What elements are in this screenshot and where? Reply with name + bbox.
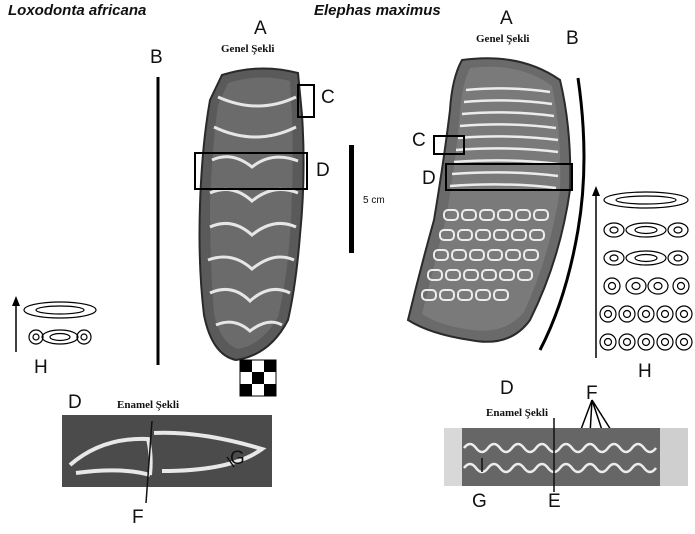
label-h-left: H (34, 357, 48, 379)
detail-label-g-left: G (230, 448, 245, 470)
elephas-molar-illustration (400, 50, 595, 355)
label-d-right: D (422, 168, 436, 190)
label-h-right: H (638, 361, 652, 383)
checker-scale (240, 360, 276, 396)
label-a-left: A (254, 18, 267, 40)
shape-caption-right: Genel Şekli (476, 33, 529, 45)
detail-label-d-left: D (68, 392, 82, 414)
h-diagram-left (8, 292, 98, 362)
enamel-detail-right (440, 396, 690, 506)
detail-label-e-right: E (548, 491, 561, 513)
species-title-elephas: Elephas maximus (314, 2, 441, 19)
scale-bar (348, 145, 356, 255)
label-c-left: C (321, 87, 335, 109)
h-diagram-right (588, 182, 693, 362)
detail-label-g-right: G (472, 491, 487, 513)
label-d-left: D (316, 160, 330, 182)
label-a-right: A (500, 8, 513, 30)
loxodonta-molar-illustration (140, 55, 340, 400)
label-b-right: B (566, 28, 579, 50)
scale-label: 5 cm (363, 195, 385, 206)
detail-label-f-left: F (132, 507, 144, 529)
species-title-loxodonta: Loxodonta africana (8, 2, 146, 19)
detail-caption-left: Enamel Şekli (117, 399, 179, 411)
shape-caption-left: Genel Şekli (221, 43, 274, 55)
label-c-right: C (412, 130, 426, 152)
